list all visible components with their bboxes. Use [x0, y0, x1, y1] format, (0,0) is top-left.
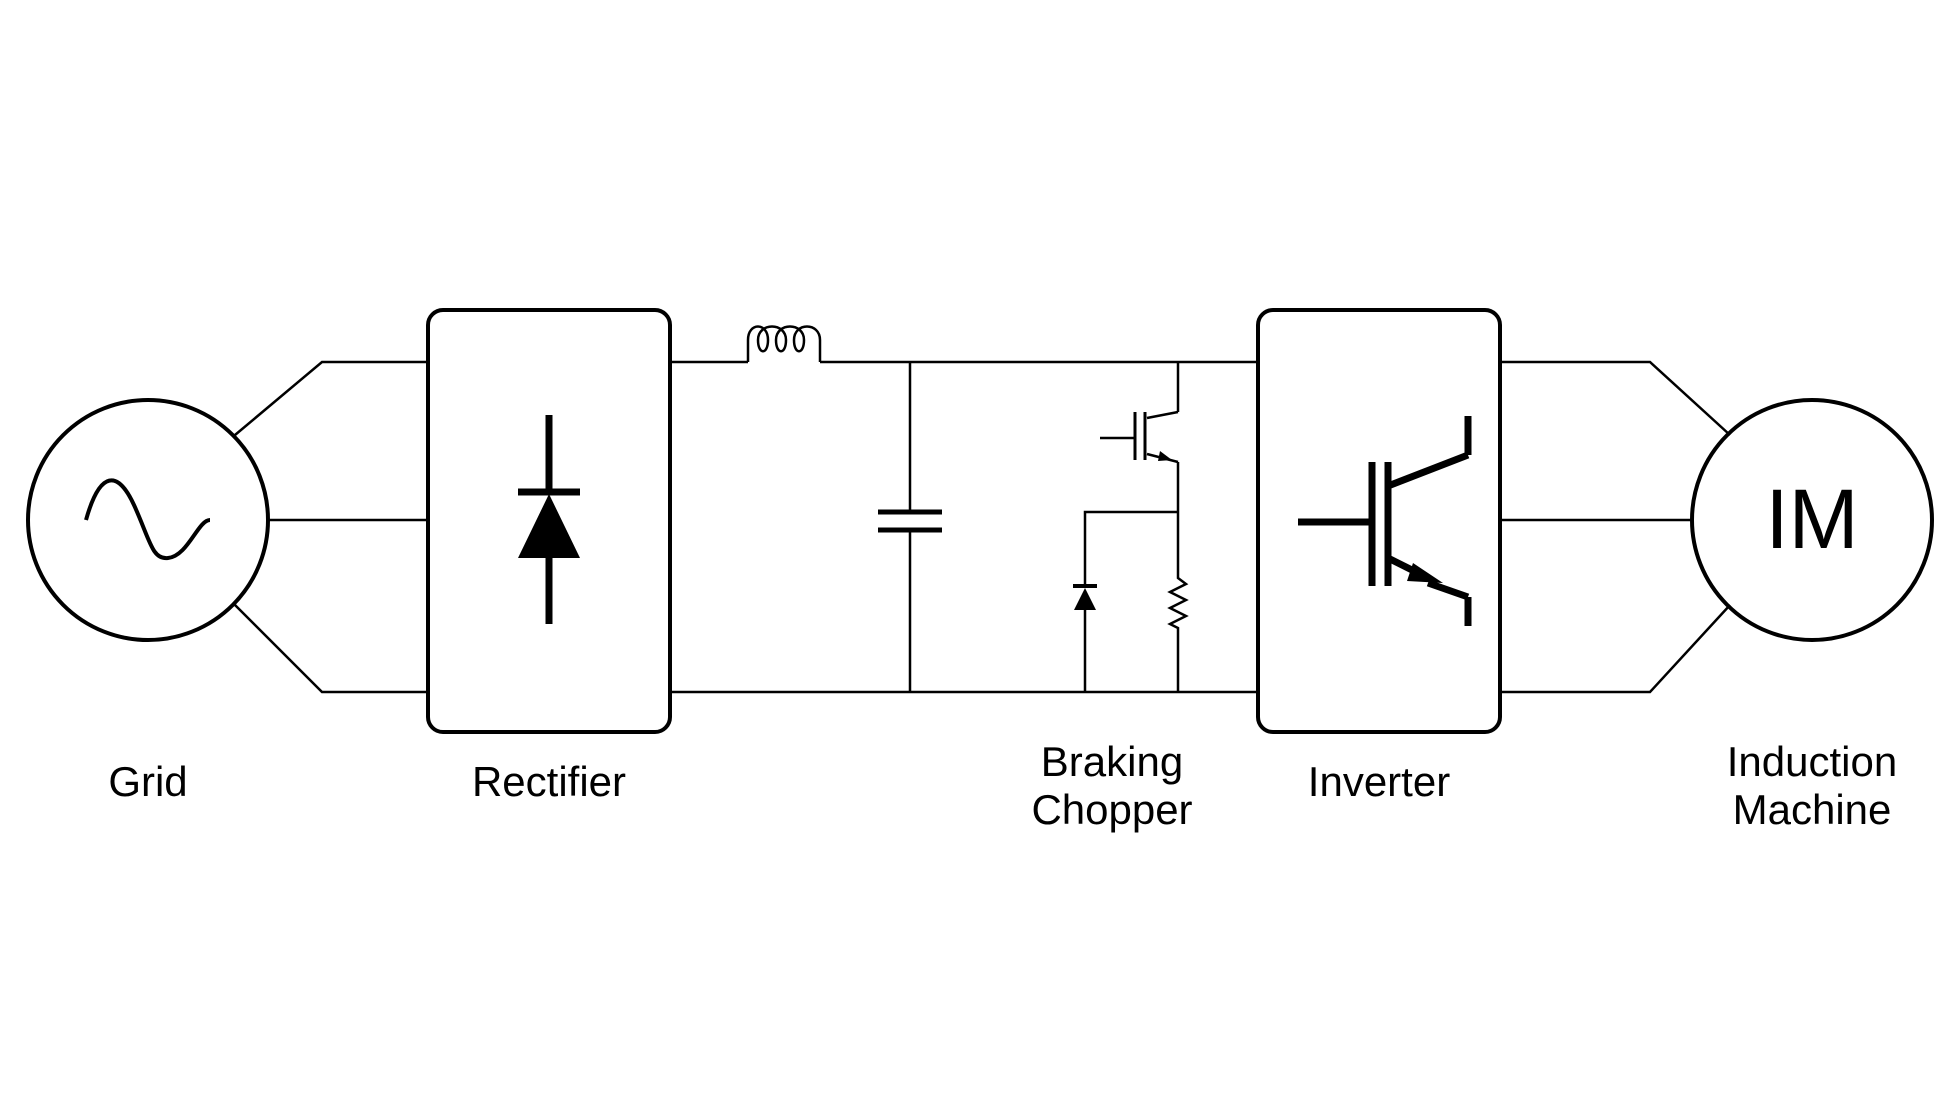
inverter-motor-wires — [1500, 360, 1731, 694]
motor-icon — [1690, 398, 1934, 642]
grid-label: Grid — [108, 758, 187, 805]
igbt-icon — [1100, 362, 1180, 572]
rectifier-block — [426, 308, 672, 734]
motor-symbol-text: IM — [1765, 472, 1858, 566]
grid-source — [26, 398, 270, 642]
igbt-icon — [1298, 416, 1472, 626]
diode-icon — [518, 415, 580, 624]
freewheel-diode — [1073, 510, 1178, 692]
induction-machine-label-line1: Induction — [1727, 738, 1897, 785]
braking-chopper-label-line1: Braking — [1041, 738, 1183, 785]
sine-wave-icon — [84, 478, 211, 561]
resistor-icon — [1167, 572, 1189, 692]
braking-chopper — [1073, 362, 1189, 692]
ac-source-icon — [26, 398, 270, 642]
braking-chopper-label-line2: Chopper — [1031, 786, 1192, 833]
capacitor-icon — [878, 362, 942, 692]
induction-machine-label-line2: Machine — [1733, 786, 1892, 833]
inductor-icon — [746, 325, 822, 362]
grid-rectifier-wires — [234, 360, 428, 694]
inverter-block — [1256, 308, 1502, 734]
rectifier-label: Rectifier — [472, 758, 626, 805]
dc-link — [670, 325, 1258, 694]
inverter-label: Inverter — [1308, 758, 1450, 805]
induction-machine: IM — [1690, 398, 1934, 642]
